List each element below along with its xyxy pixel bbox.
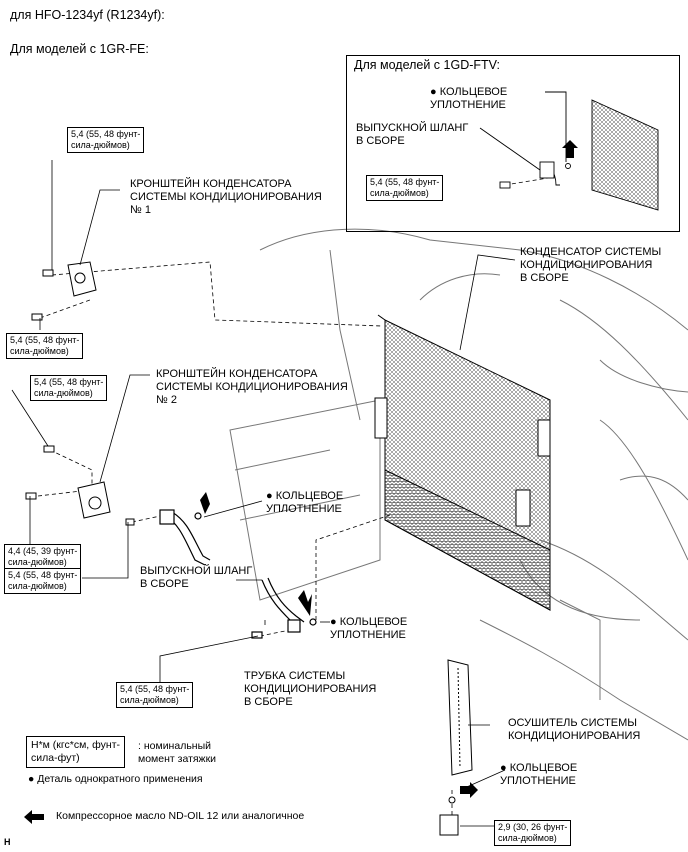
inset-o-ring-label: ● КОЛЬЦЕВОЕ УПЛОТНЕНИЕ (430, 86, 508, 111)
legend-single-use: ● Деталь однократного применения (28, 773, 203, 785)
torque-box-7: 2,9 (30, 26 фунт- сила-дюймов) (494, 820, 572, 846)
inset-panel (346, 55, 680, 232)
torque-box-1: 5,4 (55, 48 фунт- сила-дюймов) (67, 127, 145, 153)
inset-torque-box: 5,4 (55, 48 фунт- сила-дюймов) (366, 175, 444, 201)
bracket-1-label: КРОНШТЕЙН КОНДЕНСАТОРА СИСТЕМЫ КОНДИЦИОН… (130, 178, 322, 216)
legend-compressor-oil: Компрессорное масло ND-OIL 12 или аналог… (56, 810, 305, 822)
torque-box-5: 5,4 (55, 48 фунт- сила-дюймов) (4, 568, 82, 594)
condenser-core (374, 314, 551, 611)
outlet-hose (159, 509, 211, 566)
inset-drawing (479, 91, 659, 211)
legend-unit-box: Н*м (кгс*см, фунт- сила-фут) (26, 736, 126, 768)
inset-title: Для моделей с 1GD-FTV: (354, 58, 501, 72)
legend-unit-description: : номинальный момент затяжки (138, 740, 217, 765)
inset-outlet-hose-label: ВЫПУСКНОЙ ШЛАНГ В СБОРЕ (356, 122, 469, 147)
condenser-label: КОНДЕНСАТОР СИСТЕМЫ КОНДИЦИОНИРОВАНИЯ В … (520, 246, 662, 284)
torque-box-2: 5,4 (55, 48 фунт- сила-дюймов) (6, 333, 84, 359)
torque-box-4: 4,4 (45, 39 фунт- сила-дюймов) (4, 544, 82, 570)
legend-oil-arrow-icon (24, 810, 44, 824)
bracket-2 (25, 445, 135, 526)
bracket-1 (31, 261, 97, 321)
outlet-hose-label: ВЫПУСКНОЙ ШЛАНГ В СБОРЕ (140, 565, 253, 590)
ac-tube-label: ТРУБКА СИСТЕМЫ КОНДИЦИОНИРОВАНИЯ В СБОРЕ (244, 670, 377, 708)
o-ring-label-3: ● КОЛЬЦЕВОЕ УПЛОТНЕНИЕ (500, 762, 578, 787)
dryer-label: ОСУШИТЕЛЬ СИСТЕМЫ КОНДИЦИОНИРОВАНИЯ (508, 717, 641, 742)
ac-tube (251, 577, 317, 639)
corner-code: H (4, 837, 11, 847)
receiver-dryer (439, 659, 473, 836)
torque-box-3: 5,4 (55, 48 фунт- сила-дюймов) (30, 375, 108, 401)
torque-box-6: 5,4 (55, 48 фунт- сила-дюймов) (116, 682, 194, 708)
vehicle-body-outline (229, 228, 688, 741)
models-heading: Для моделей с 1GR-FE: (10, 42, 149, 56)
o-ring-label-2: ● КОЛЬЦЕВОЕ УПЛОТНЕНИЕ (330, 616, 408, 641)
o-ring-label-1: ● КОЛЬЦЕВОЕ УПЛОТНЕНИЕ (266, 490, 344, 515)
solid-leaders (11, 160, 516, 827)
refrigerant-heading: для HFO-1234yf (R1234yf): (10, 8, 165, 22)
bracket-2-label: КРОНШТЕЙН КОНДЕНСАТОРА СИСТЕМЫ КОНДИЦИОН… (156, 368, 348, 406)
